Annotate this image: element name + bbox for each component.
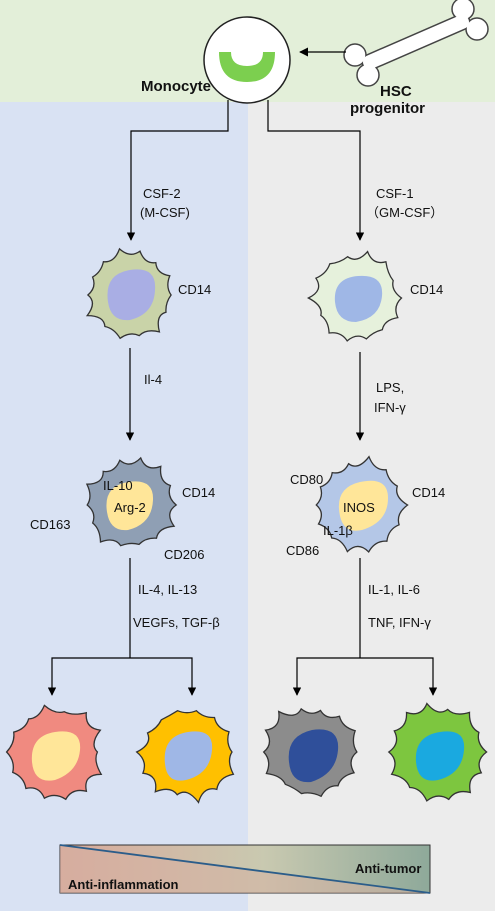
gray-macrophage xyxy=(262,707,358,798)
right-step3-line1: IL-1, IL-6 xyxy=(368,582,420,597)
left-m2-nucleus xyxy=(106,481,154,531)
right-step1-line1: CSF-1 xyxy=(376,186,414,201)
left-m2-cd163: CD163 xyxy=(30,517,70,532)
right-m0-macrophage xyxy=(306,250,403,342)
right-step2-line2: IFN-γ xyxy=(374,400,406,415)
right-m1-macrophage xyxy=(315,455,409,553)
right-m0-nucleus xyxy=(334,275,383,322)
green-macrophage-nucleus xyxy=(415,731,465,781)
left-m0-nucleus xyxy=(107,269,156,321)
gray-macrophage-nucleus xyxy=(288,729,339,783)
right-m0-marker-cd14: CD14 xyxy=(410,282,443,297)
bone-icon xyxy=(343,0,489,87)
monocyte-to-left-arrow xyxy=(126,100,229,241)
pink-macrophage xyxy=(5,704,103,801)
orange-macrophage-nucleus xyxy=(164,731,213,781)
left-m2-cd206: CD206 xyxy=(164,547,204,562)
right-m1-nucleus xyxy=(338,480,388,531)
left-branch-right-arrow xyxy=(130,657,197,696)
left-step3-line1: IL-4, IL-13 xyxy=(138,582,197,597)
right-step3-line2: TNF, IFN-γ xyxy=(368,615,431,630)
left-m2-arg2: Arg-2 xyxy=(114,500,146,515)
functional-gradient-bar xyxy=(59,844,431,894)
monocyte-to-right-arrow xyxy=(267,100,365,241)
left-step1-line2: (M-CSF) xyxy=(140,205,190,220)
hsc-label-line1: HSC xyxy=(380,83,412,100)
monocyte-cell xyxy=(203,16,291,104)
right-m1-inos: INOS xyxy=(343,500,375,515)
anti-inflammation-label: Anti-inflammation xyxy=(68,877,179,892)
pink-macrophage-nucleus xyxy=(31,731,81,781)
left-m2-il10: IL-10 xyxy=(103,478,133,493)
monocyte-nucleus xyxy=(219,52,275,82)
right-m1-il1b: IL-1β xyxy=(323,523,353,538)
right-branch-left-arrow xyxy=(292,657,360,696)
left-m2-cd14: CD14 xyxy=(182,485,215,500)
left-step3-line2: VEGFs, TGF-β xyxy=(133,615,220,630)
left-m2-macrophage xyxy=(85,456,178,547)
right-m1-cd80: CD80 xyxy=(290,472,323,487)
anti-tumor-label: Anti-tumor xyxy=(355,861,421,876)
right-step1-line2: （GM-CSF） xyxy=(366,205,443,220)
right-branch-right-arrow xyxy=(360,657,438,696)
left-step1-line1: CSF-2 xyxy=(143,186,181,201)
left-step2-label: Il-4 xyxy=(144,372,162,387)
left-branch-left-arrow xyxy=(47,657,130,696)
left-m0-macrophage xyxy=(85,247,172,340)
green-macrophage xyxy=(387,702,488,802)
orange-macrophage xyxy=(135,709,235,804)
left-m0-marker-cd14: CD14 xyxy=(178,282,211,297)
monocyte-label: Monocyte xyxy=(141,78,211,95)
right-m1-cd14: CD14 xyxy=(412,485,445,500)
right-step2-line1: LPS, xyxy=(376,380,404,395)
hsc-label-line2: progenitor xyxy=(350,100,425,117)
right-m1-cd86: CD86 xyxy=(286,543,319,558)
